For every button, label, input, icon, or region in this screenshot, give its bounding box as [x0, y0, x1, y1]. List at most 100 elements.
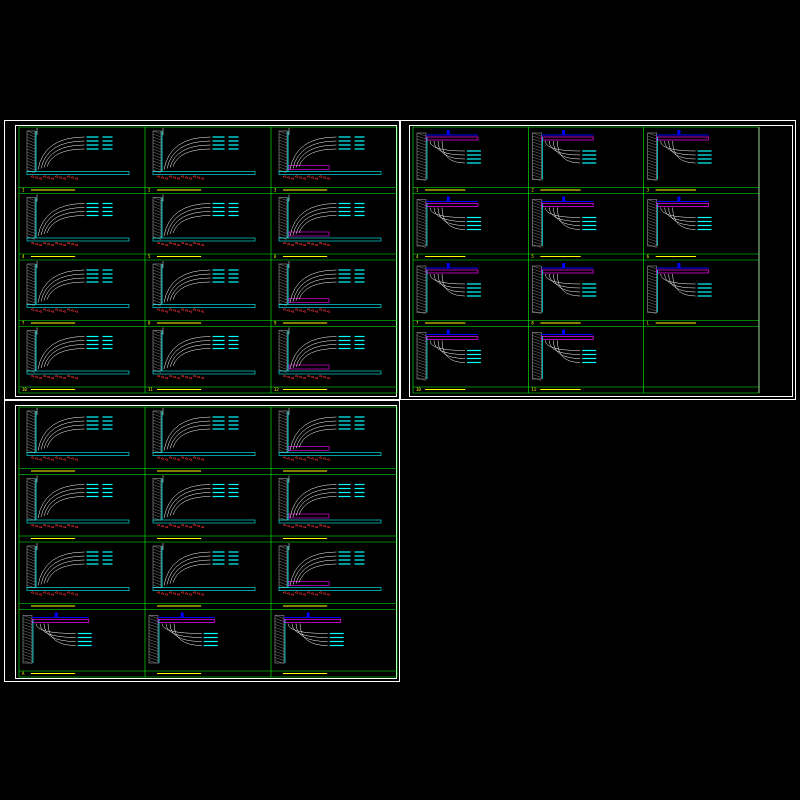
- leader-line: [46, 496, 85, 516]
- leader-line: [169, 344, 211, 368]
- leader-line: [46, 428, 85, 448]
- grid-lines: [18, 126, 398, 394]
- sheet-2-inner-frame: [409, 125, 793, 397]
- leader-line: [46, 215, 85, 234]
- detail-code: 11: [148, 387, 153, 392]
- leader-line: [37, 203, 85, 237]
- wall-section: [22, 615, 33, 664]
- leader-line: [166, 140, 211, 169]
- floor-finish: [278, 171, 382, 175]
- soil-hatch: [156, 175, 205, 180]
- floor-finish: [278, 587, 382, 591]
- leader-line: [166, 488, 211, 518]
- detail-code: L: [647, 321, 650, 326]
- leader-line: [437, 340, 465, 359]
- leader-line: [169, 623, 202, 642]
- grid-lines: [412, 126, 760, 394]
- leader-line: [549, 273, 581, 289]
- hanger-rod: [446, 263, 450, 268]
- detail-cell: [152, 408, 256, 472]
- detail-cell: 4: [22, 194, 130, 259]
- detail-cell: [26, 408, 130, 472]
- detail-cell: [274, 612, 344, 674]
- detail-cell: 6: [274, 194, 382, 259]
- detail-cell: 7: [416, 263, 481, 326]
- leader-line: [43, 623, 76, 642]
- floor-finish: [152, 370, 256, 375]
- soil-hatch: [156, 308, 205, 313]
- detail-cell: [278, 408, 382, 472]
- leader-line: [172, 148, 211, 167]
- ceiling-layer: [425, 136, 479, 141]
- leader-line: [37, 136, 85, 170]
- hanger-rod: [446, 329, 450, 335]
- soil-hatch: [282, 374, 331, 380]
- hanger-rod: [677, 263, 681, 268]
- leader-line: [433, 140, 465, 156]
- leader-line: [166, 207, 211, 236]
- soil-hatch: [156, 241, 205, 247]
- leader-line: [298, 563, 337, 583]
- ceiling-layer: [540, 336, 594, 340]
- hanger-rod: [446, 130, 450, 135]
- detail-cell: 5: [148, 194, 256, 259]
- leader-line: [545, 340, 581, 351]
- leader-line: [40, 340, 85, 369]
- leader-line: [437, 273, 465, 293]
- leader-line: [40, 140, 85, 169]
- leader-line: [668, 273, 696, 293]
- leader-line: [172, 428, 211, 448]
- hanger-rod: [562, 329, 566, 335]
- detail-cell: [152, 543, 256, 607]
- tile-layer: [288, 513, 330, 519]
- leader-line: [169, 211, 211, 235]
- soil-hatch: [282, 175, 331, 180]
- detail-cell: 9: [274, 261, 382, 326]
- soil-hatch: [156, 456, 205, 461]
- leader-line: [292, 555, 337, 585]
- leader-line: [43, 144, 85, 168]
- leader-line: [437, 140, 465, 160]
- detail-cell: 2: [148, 128, 256, 193]
- leader-line: [549, 140, 581, 156]
- leader-line: [163, 336, 211, 370]
- sheet-3-detail-grid: A: [18, 406, 398, 678]
- leader-line: [169, 559, 211, 584]
- floor-finish: [278, 304, 382, 308]
- leader-line: [37, 336, 85, 370]
- leader-line: [289, 136, 337, 170]
- detail-code: A: [22, 671, 25, 676]
- floor-finish: [152, 587, 256, 591]
- leader-line: [172, 496, 211, 516]
- leader-line: [549, 207, 581, 222]
- ceiling-layer: [656, 136, 709, 141]
- leader-line: [163, 203, 211, 237]
- leader-line: [660, 273, 696, 285]
- leader-line: [668, 140, 696, 160]
- leader-line: [37, 484, 85, 519]
- floor-finish: [152, 304, 256, 308]
- tile-layer: [288, 298, 330, 303]
- detail-code: 7: [416, 321, 419, 326]
- leader-line: [292, 207, 337, 236]
- floor-finish: [26, 587, 130, 591]
- hanger-rod: [677, 196, 681, 202]
- leader-line: [298, 148, 337, 167]
- detail-cell: 8: [531, 263, 597, 326]
- soil-hatch: [30, 374, 79, 380]
- detail-code: 1: [416, 188, 419, 193]
- detail-code: 6: [274, 254, 277, 259]
- soil-hatch: [282, 308, 331, 313]
- ceiling-layer: [425, 336, 479, 340]
- leader-line: [545, 140, 581, 152]
- leader-line: [545, 273, 581, 285]
- detail-cell: [152, 475, 256, 539]
- leader-line: [553, 340, 581, 359]
- leader-line: [298, 215, 337, 234]
- leader-line: [441, 273, 465, 297]
- detail-cell: 1: [22, 128, 130, 193]
- leader-line: [441, 340, 465, 363]
